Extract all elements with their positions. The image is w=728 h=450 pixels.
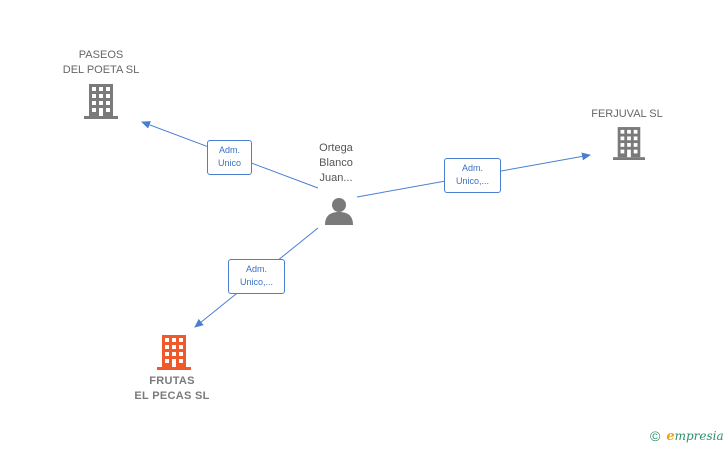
- node-label-frutas[interactable]: FRUTAS EL PECAS SL: [134, 375, 210, 402]
- node-label-person[interactable]: Ortega Blanco Juan...: [319, 142, 353, 184]
- copyright-icon: ©: [650, 428, 661, 444]
- edge-label-paseos[interactable]: Adm. Unico: [207, 140, 252, 175]
- building-icon[interactable]: [613, 127, 645, 161]
- node-label-paseos[interactable]: PASEOS DEL POETA SL: [62, 49, 140, 76]
- brand-logo-initial: e: [666, 428, 675, 444]
- edge-label-frutas[interactable]: Adm. Unico,...: [228, 259, 285, 294]
- node-label-ferjuval[interactable]: FERJUVAL SL: [591, 108, 663, 120]
- person-icon[interactable]: [324, 197, 354, 225]
- edge-label-ferjuval[interactable]: Adm. Unico,...: [444, 158, 501, 193]
- brand-logo-text: mpresia: [674, 429, 724, 443]
- building-icon[interactable]: [84, 84, 118, 120]
- building-icon-highlight[interactable]: [157, 335, 191, 371]
